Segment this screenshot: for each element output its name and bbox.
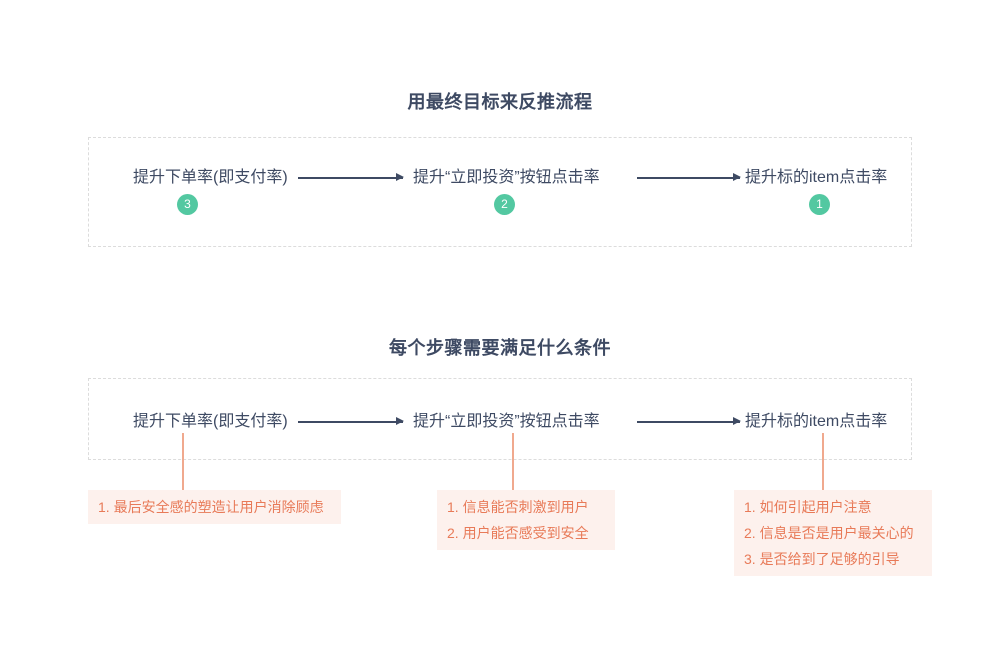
step-order-badge: 3 bbox=[177, 194, 198, 215]
arrow-right-icon bbox=[298, 173, 404, 180]
connector-line bbox=[182, 433, 184, 490]
arrow-right-icon bbox=[637, 173, 741, 180]
section-conditions-title: 每个步骤需要满足什么条件 bbox=[389, 338, 611, 358]
callout-item: 3. 是否给到了足够的引导 bbox=[744, 551, 900, 567]
conditions-step-2-label: 提升“立即投资”按钮点击率 bbox=[413, 413, 600, 430]
goal-step-3-label: 提升标的item点击率 bbox=[745, 169, 888, 186]
conditions-flow-box bbox=[88, 378, 912, 460]
callout-step-1: 1. 最后安全感的塑造让用户消除顾虑 bbox=[88, 490, 341, 524]
callout-item: 1. 如何引起用户注意 bbox=[744, 499, 872, 515]
goal-step-1-label: 提升下单率(即支付率) bbox=[133, 169, 288, 186]
goal-step-2-label: 提升“立即投资”按钮点击率 bbox=[413, 169, 600, 186]
connector-line bbox=[512, 433, 514, 490]
callout-item: 1. 信息能否刺激到用户 bbox=[447, 499, 589, 515]
callout-item: 1. 最后安全感的塑造让用户消除顾虑 bbox=[98, 499, 324, 515]
goal-flow-box bbox=[88, 137, 912, 247]
section-goal-title: 用最终目标来反推流程 bbox=[407, 92, 593, 112]
arrow-right-icon bbox=[298, 417, 404, 424]
connector-line bbox=[822, 433, 824, 490]
step-order-badge: 1 bbox=[809, 194, 830, 215]
callout-item: 2. 信息是否是用户最关心的 bbox=[744, 525, 914, 541]
conditions-step-1-label: 提升下单率(即支付率) bbox=[133, 413, 288, 430]
conditions-step-3-label: 提升标的item点击率 bbox=[745, 413, 888, 430]
callout-step-2: 1. 信息能否刺激到用户 2. 用户能否感受到安全 bbox=[437, 490, 615, 550]
callout-item: 2. 用户能否感受到安全 bbox=[447, 525, 589, 541]
step-order-badge: 2 bbox=[494, 194, 515, 215]
arrow-right-icon bbox=[637, 417, 741, 424]
callout-step-3: 1. 如何引起用户注意 2. 信息是否是用户最关心的 3. 是否给到了足够的引导 bbox=[734, 490, 932, 576]
